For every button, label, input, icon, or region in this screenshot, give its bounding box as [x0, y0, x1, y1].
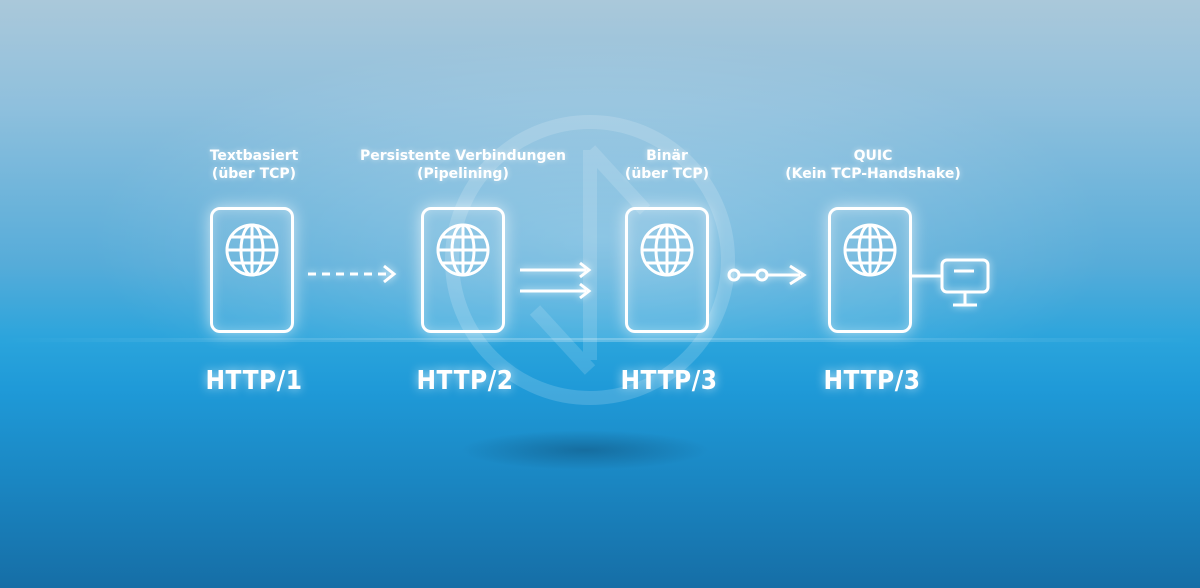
floor-shadow	[460, 430, 710, 470]
step-1-caption: Textbasiert (über TCP)	[124, 147, 384, 183]
step-4-caption-line2: (Kein TCP-Handshake)	[785, 166, 961, 182]
step-3-caption-line2: (über TCP)	[624, 166, 710, 182]
dotted-node-arrow-icon	[727, 264, 807, 286]
step-2-caption-line1: Persistente Verbindungen	[359, 148, 567, 164]
step-2-label: HTTP/2	[416, 366, 514, 396]
monitor-icon	[912, 258, 990, 307]
step-1-caption-line2: (über TCP)	[211, 166, 297, 182]
step-4-card	[828, 207, 912, 333]
step-2-caption: Persistente Verbindungen (Pipelining)	[333, 147, 593, 183]
globe-icon	[436, 223, 490, 277]
step-2-card	[421, 207, 505, 333]
step-1-label: HTTP/1	[205, 366, 303, 396]
step-4-label: HTTP/3	[823, 366, 921, 396]
background-glow	[0, 0, 1200, 340]
step-4-caption: QUIC (Kein TCP-Handshake)	[743, 147, 1003, 183]
step-3-label: HTTP/3	[620, 366, 718, 396]
globe-icon	[225, 223, 279, 277]
step-1-card	[210, 207, 294, 333]
step-4-caption-line1: QUIC	[853, 148, 893, 164]
step-3-card	[625, 207, 709, 333]
step-1-caption-line1: Textbasiert	[209, 148, 299, 164]
horizon-line	[0, 338, 1200, 342]
double-arrow-icon	[520, 261, 592, 300]
globe-icon	[843, 223, 897, 277]
step-2-caption-line2: (Pipelining)	[417, 166, 509, 182]
step-3-caption: Binär (über TCP)	[537, 147, 797, 183]
globe-icon	[640, 223, 694, 277]
dashed-arrow-icon	[308, 264, 397, 284]
step-3-caption-line1: Binär	[646, 148, 688, 164]
